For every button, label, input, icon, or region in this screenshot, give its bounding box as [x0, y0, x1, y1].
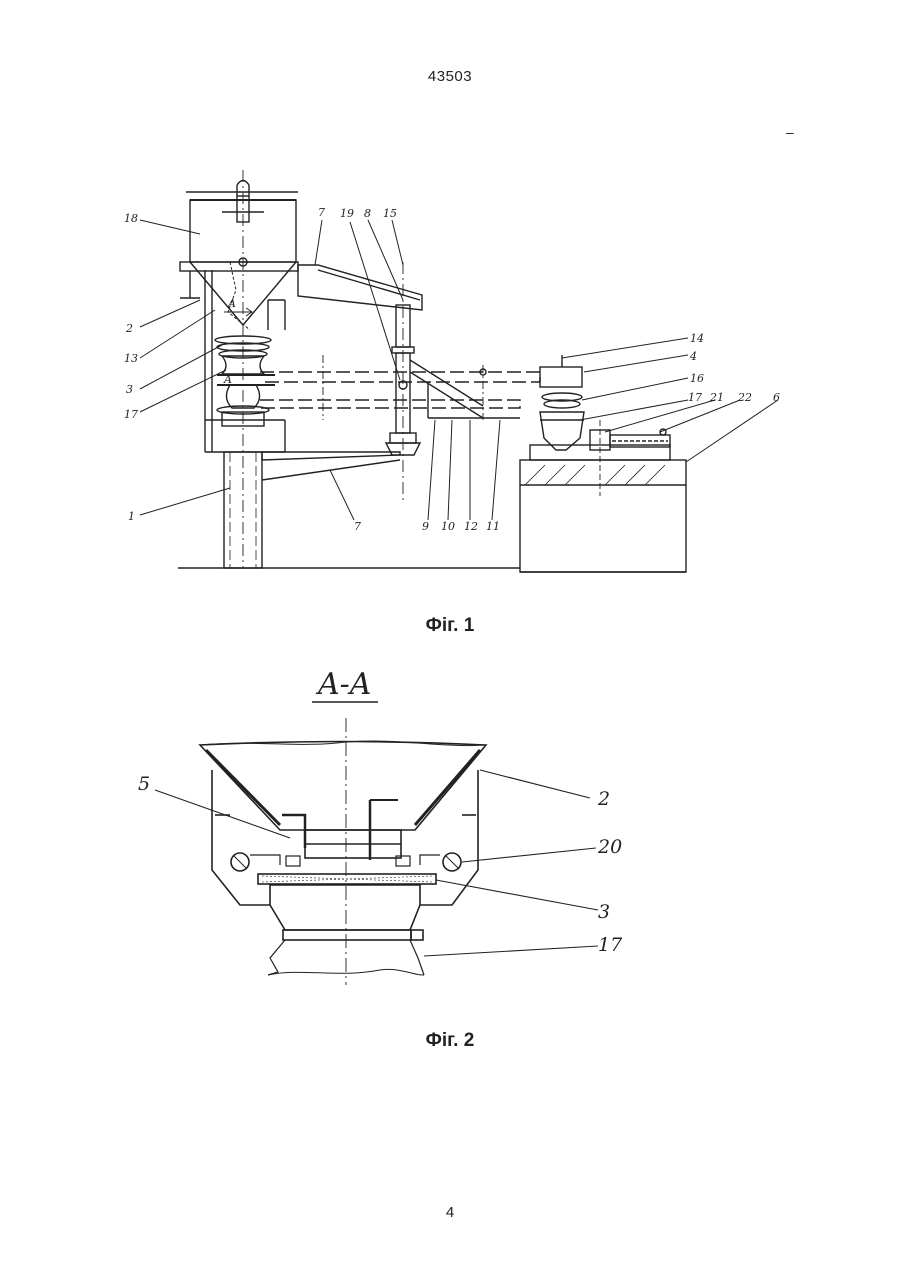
label-6: 6: [773, 391, 780, 404]
label-4: 4: [689, 350, 697, 363]
label-21: 21: [709, 391, 724, 404]
label-12: 12: [464, 520, 478, 533]
page-number: 4: [0, 1204, 900, 1221]
label-7-bottom: 7: [354, 520, 361, 533]
label-14: 14: [690, 332, 704, 345]
label-3: 3: [126, 383, 133, 396]
label-7-top: 7: [318, 206, 325, 219]
document-number: 43503: [0, 68, 900, 85]
label-10: 10: [441, 520, 455, 533]
label-15: 15: [383, 207, 397, 220]
section-mark-a-upper: A: [227, 297, 236, 310]
figure-2-drawing: A-A 5 2 20 3 17: [0, 655, 900, 995]
label-2-fig2: 2: [597, 788, 610, 810]
right-nozzle: [540, 412, 584, 450]
label-22: 22: [737, 391, 752, 404]
label-9: 9: [422, 520, 429, 533]
label-16: 16: [690, 372, 704, 385]
figure-1-caption: Фіг. 1: [0, 615, 900, 637]
label-18: 18: [124, 212, 138, 225]
section-title: A-A: [315, 667, 371, 702]
figure-1-drawing: A A: [0, 150, 900, 590]
label-11: 11: [486, 520, 500, 533]
label-19: 19: [340, 207, 354, 220]
label-5: 5: [138, 773, 150, 795]
label-1: 1: [128, 510, 135, 523]
label-17-fig2: 17: [598, 934, 623, 956]
label-13: 13: [124, 352, 138, 365]
label-17-left: 17: [124, 408, 138, 421]
figure-2-caption: Фіг. 2: [0, 1030, 900, 1052]
nozzle: [270, 905, 420, 930]
edge-mark: –: [786, 124, 794, 140]
drive-box: [540, 367, 582, 387]
section-mark-a-lower: A: [223, 373, 232, 386]
base-block: [520, 460, 686, 572]
label-8: 8: [364, 207, 371, 220]
label-2: 2: [125, 322, 133, 335]
label-17-right: 17: [688, 391, 702, 404]
label-3-fig2: 3: [598, 901, 610, 923]
lower-arm: [262, 452, 400, 460]
label-20: 20: [597, 836, 622, 858]
horizontal-arm: [260, 372, 540, 382]
